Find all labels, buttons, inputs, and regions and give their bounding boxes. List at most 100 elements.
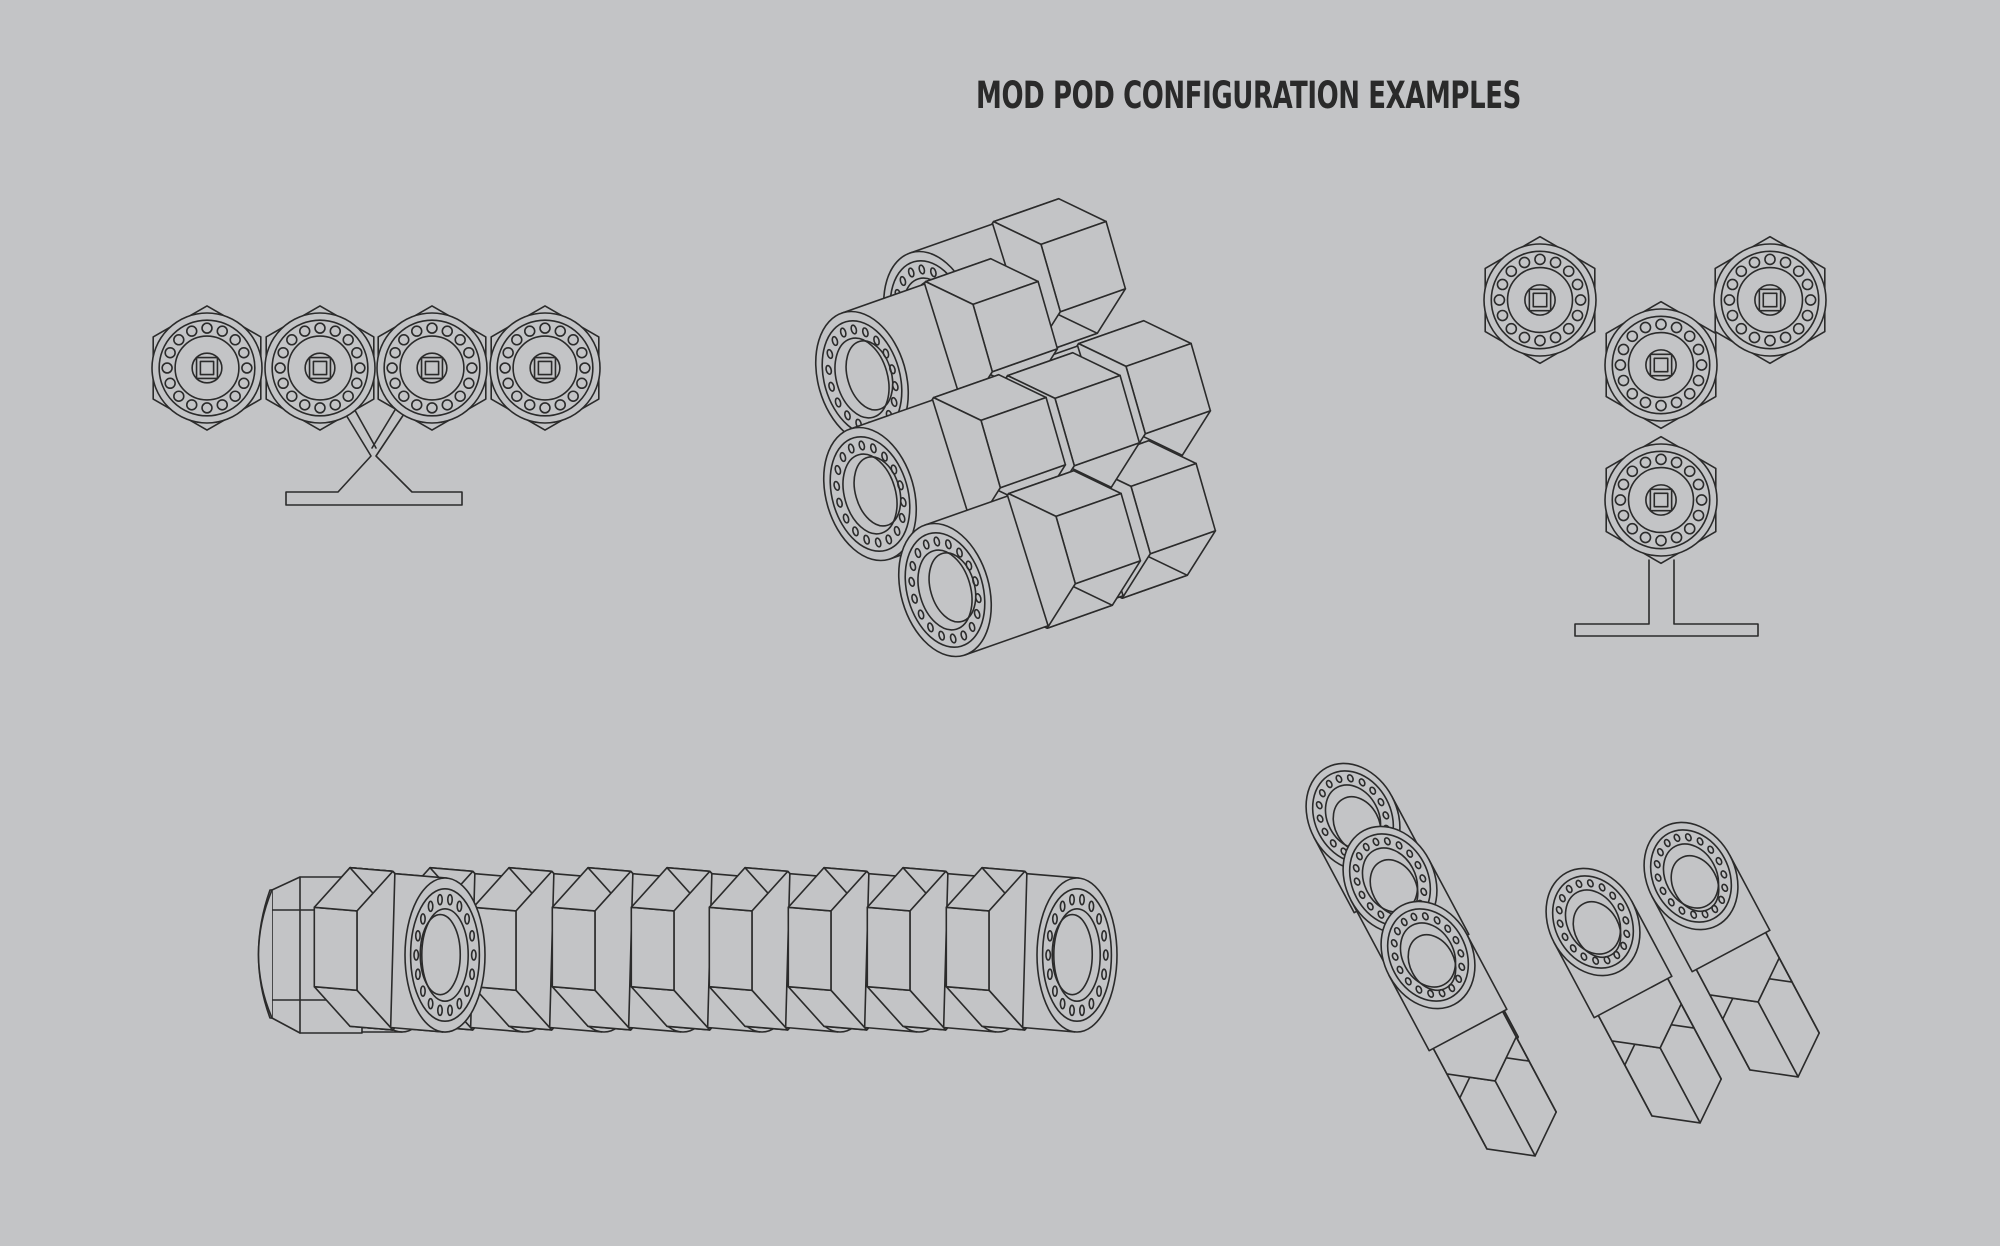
pod-hole bbox=[1505, 265, 1518, 278]
pod-hole bbox=[1321, 827, 1329, 837]
pod-hole bbox=[436, 1004, 443, 1017]
pod-hole bbox=[858, 440, 866, 451]
pod-hole bbox=[927, 622, 934, 633]
pod-hole bbox=[1684, 833, 1692, 842]
pod-hole bbox=[1659, 886, 1667, 896]
pod-hole bbox=[1655, 318, 1667, 331]
pod-hole bbox=[1678, 906, 1686, 915]
pod-hole bbox=[944, 539, 952, 550]
pod-hub bbox=[1524, 284, 1556, 316]
pod-hole bbox=[398, 334, 410, 346]
pod-hole bbox=[1414, 860, 1422, 870]
pod-ring-outer-edge bbox=[383, 319, 481, 417]
pod-hole bbox=[891, 381, 899, 392]
pod-hole bbox=[1571, 278, 1584, 291]
pod-hole bbox=[1792, 265, 1805, 278]
pod-hole bbox=[973, 608, 981, 620]
pod-hole bbox=[897, 480, 904, 491]
pod-front-ring bbox=[409, 887, 481, 1023]
pod-hole bbox=[1353, 877, 1361, 886]
pod-hole bbox=[351, 346, 363, 359]
pod-front-ring bbox=[829, 436, 911, 552]
pod-hub-square bbox=[533, 356, 557, 380]
pod-hub-square-inner bbox=[537, 360, 553, 376]
pod-hole bbox=[502, 377, 514, 390]
pod-hole bbox=[463, 377, 475, 390]
pod-iso bbox=[1643, 821, 1820, 1078]
pod-hole bbox=[1496, 309, 1509, 322]
pod-hub-square bbox=[1758, 288, 1782, 312]
pod-hole bbox=[893, 525, 901, 537]
pod-outer-ring bbox=[376, 312, 488, 424]
pod-hole bbox=[1586, 879, 1594, 888]
pod-hole bbox=[1101, 929, 1108, 942]
pod-hole bbox=[968, 621, 976, 633]
pod-front bbox=[1604, 435, 1718, 565]
pod-hex-facet bbox=[551, 906, 596, 992]
pod-hole bbox=[464, 985, 471, 997]
pod-hole bbox=[164, 346, 176, 359]
pod-hole bbox=[938, 630, 946, 641]
pod-ring-inner-edge bbox=[174, 335, 240, 401]
pod-hole bbox=[1575, 879, 1583, 889]
pod-ring-inner-edge bbox=[1506, 266, 1574, 334]
pod-ring-inner-edge bbox=[1627, 466, 1695, 534]
pod-hole bbox=[1427, 989, 1435, 998]
pod-hole bbox=[1369, 786, 1377, 795]
pod-hole bbox=[1335, 774, 1343, 784]
pod-hole bbox=[874, 537, 882, 548]
pod-bore bbox=[420, 907, 469, 1002]
pod-hole bbox=[1452, 935, 1460, 945]
pod-hub bbox=[191, 352, 223, 384]
pod-hole bbox=[1068, 1004, 1075, 1017]
pod-hole bbox=[274, 362, 286, 374]
pod-hole bbox=[949, 633, 957, 644]
pod-hole bbox=[1670, 396, 1683, 409]
pod-iso bbox=[1380, 900, 1557, 1157]
pod-hole bbox=[1620, 941, 1628, 951]
pod-hole bbox=[1358, 778, 1366, 787]
pod-hole bbox=[1362, 842, 1370, 852]
pod-bore-inner bbox=[1407, 933, 1457, 992]
y-stand-edge bbox=[351, 404, 377, 449]
pod-hole bbox=[833, 480, 841, 491]
config-triangle-four-with-t-stand bbox=[1483, 235, 1827, 637]
pod-hole bbox=[1377, 910, 1385, 919]
pod-hole bbox=[1626, 330, 1639, 343]
pod-hole bbox=[1355, 851, 1363, 861]
pod-hole bbox=[1400, 917, 1408, 927]
pod-hole bbox=[427, 997, 434, 1010]
pod-hole bbox=[1656, 847, 1664, 857]
pod-hole bbox=[277, 346, 289, 359]
pod-hole bbox=[974, 593, 982, 604]
pod-hole bbox=[1410, 912, 1418, 922]
pod-hole bbox=[539, 322, 551, 334]
pod-hole bbox=[1448, 983, 1456, 993]
pod-hole bbox=[1639, 321, 1652, 334]
pod-hole bbox=[454, 334, 466, 346]
pod-hub-square bbox=[1649, 353, 1673, 377]
pod-hole bbox=[386, 362, 398, 374]
pod-hole bbox=[1059, 997, 1066, 1010]
pod-hole bbox=[1670, 321, 1683, 334]
pod-hole bbox=[885, 534, 893, 545]
pod-hole bbox=[1318, 788, 1326, 798]
pod-hole bbox=[1690, 910, 1698, 919]
pod-hole bbox=[1663, 838, 1671, 848]
pod-bore-inner bbox=[419, 913, 462, 996]
pod-hole bbox=[466, 362, 478, 374]
pod-hub bbox=[1645, 484, 1677, 516]
pod-hole bbox=[1683, 465, 1696, 478]
pod-hole bbox=[1639, 531, 1652, 544]
pod-hole bbox=[1433, 916, 1441, 925]
pod-hole bbox=[1455, 974, 1463, 984]
pod-hole bbox=[436, 893, 443, 906]
pod-hub-square-inner bbox=[199, 360, 215, 376]
row-end-round bbox=[257, 889, 273, 1019]
pod-hole bbox=[909, 560, 917, 572]
pod-hole bbox=[173, 390, 185, 402]
pod-hole bbox=[911, 593, 918, 604]
pod-hole bbox=[441, 399, 454, 411]
pod-hole bbox=[847, 443, 855, 454]
pod-hole bbox=[216, 399, 229, 411]
